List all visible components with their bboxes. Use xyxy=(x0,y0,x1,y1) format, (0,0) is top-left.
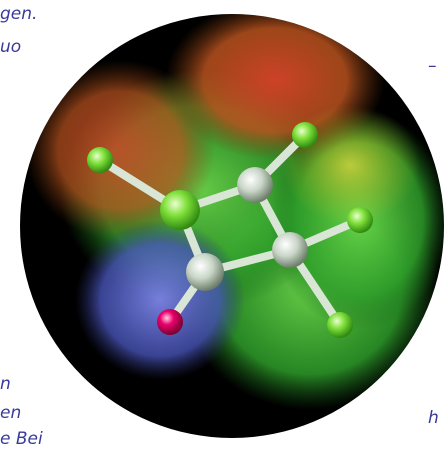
text-fragment: uo xyxy=(0,37,22,57)
text-fragment: gen. xyxy=(0,4,38,24)
text-fragment: h xyxy=(428,408,439,428)
text-fragment: n xyxy=(0,374,11,394)
text-fragment: en xyxy=(0,403,22,423)
text-fragment: e Bei xyxy=(0,429,43,449)
text-fragment: – xyxy=(428,56,437,76)
